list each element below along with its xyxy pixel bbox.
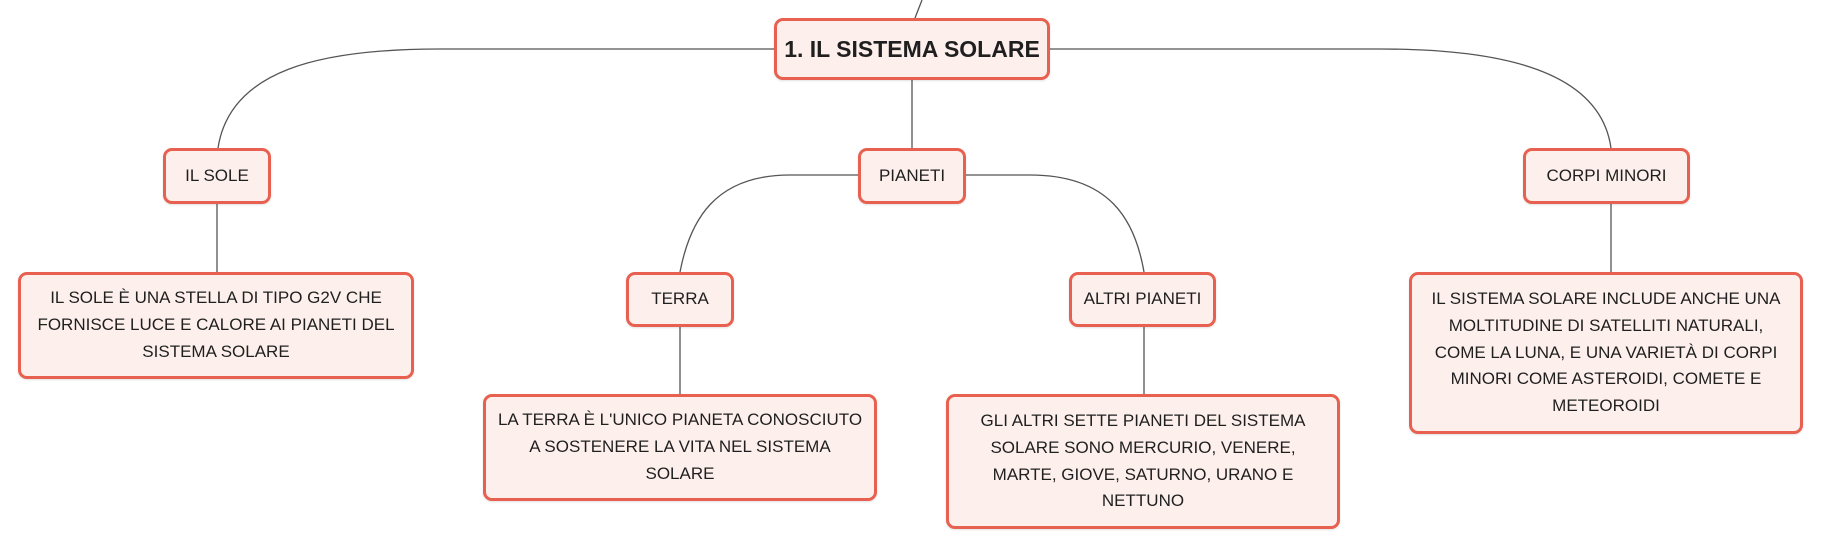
detail-altri-pianeti[interactable]: GLI ALTRI SETTE PIANETI DEL SISTEMA SOLA… <box>946 394 1340 529</box>
detail-il-sole[interactable]: IL SOLE È UNA STELLA DI TIPO G2V CHE FOR… <box>18 272 414 379</box>
connector-pianeti-altri <box>966 174 1145 273</box>
detail-terra-text: LA TERRA È L'UNICO PIANETA CONOSCIUTO A … <box>497 410 863 483</box>
connector-root-corpi <box>1049 48 1612 149</box>
detail-altri-pianeti-text: GLI ALTRI SETTE PIANETI DEL SISTEMA SOLA… <box>980 410 1306 511</box>
detail-terra[interactable]: LA TERRA È L'UNICO PIANETA CONOSCIUTO A … <box>483 394 877 501</box>
root-node-label: 1. IL SISTEMA SOLARE <box>784 35 1040 62</box>
connector-root-sole <box>217 48 774 149</box>
node-corpi-minori-label: CORPI MINORI <box>1546 165 1667 185</box>
node-corpi-minori[interactable]: CORPI MINORI <box>1523 148 1690 204</box>
connector-parent <box>914 0 923 19</box>
detail-il-sole-text: IL SOLE È UNA STELLA DI TIPO G2V CHE FOR… <box>37 288 395 361</box>
node-altri-pianeti-label: ALTRI PIANETI <box>1083 289 1202 309</box>
root-node[interactable]: 1. IL SISTEMA SOLARE <box>774 18 1050 80</box>
node-il-sole-label: IL SOLE <box>185 165 249 185</box>
connector-pianeti-terra <box>679 174 858 273</box>
detail-corpi-minori[interactable]: IL SISTEMA SOLARE INCLUDE ANCHE UNA MOLT… <box>1409 272 1803 434</box>
node-il-sole[interactable]: IL SOLE <box>163 148 271 204</box>
node-terra-label: TERRA <box>651 289 709 309</box>
node-altri-pianeti[interactable]: ALTRI PIANETI <box>1069 272 1216 327</box>
node-pianeti-label: PIANETI <box>878 165 946 185</box>
node-terra[interactable]: TERRA <box>626 272 734 327</box>
node-pianeti[interactable]: PIANETI <box>858 148 966 204</box>
detail-corpi-minori-text: IL SISTEMA SOLARE INCLUDE ANCHE UNA MOLT… <box>1431 288 1781 416</box>
